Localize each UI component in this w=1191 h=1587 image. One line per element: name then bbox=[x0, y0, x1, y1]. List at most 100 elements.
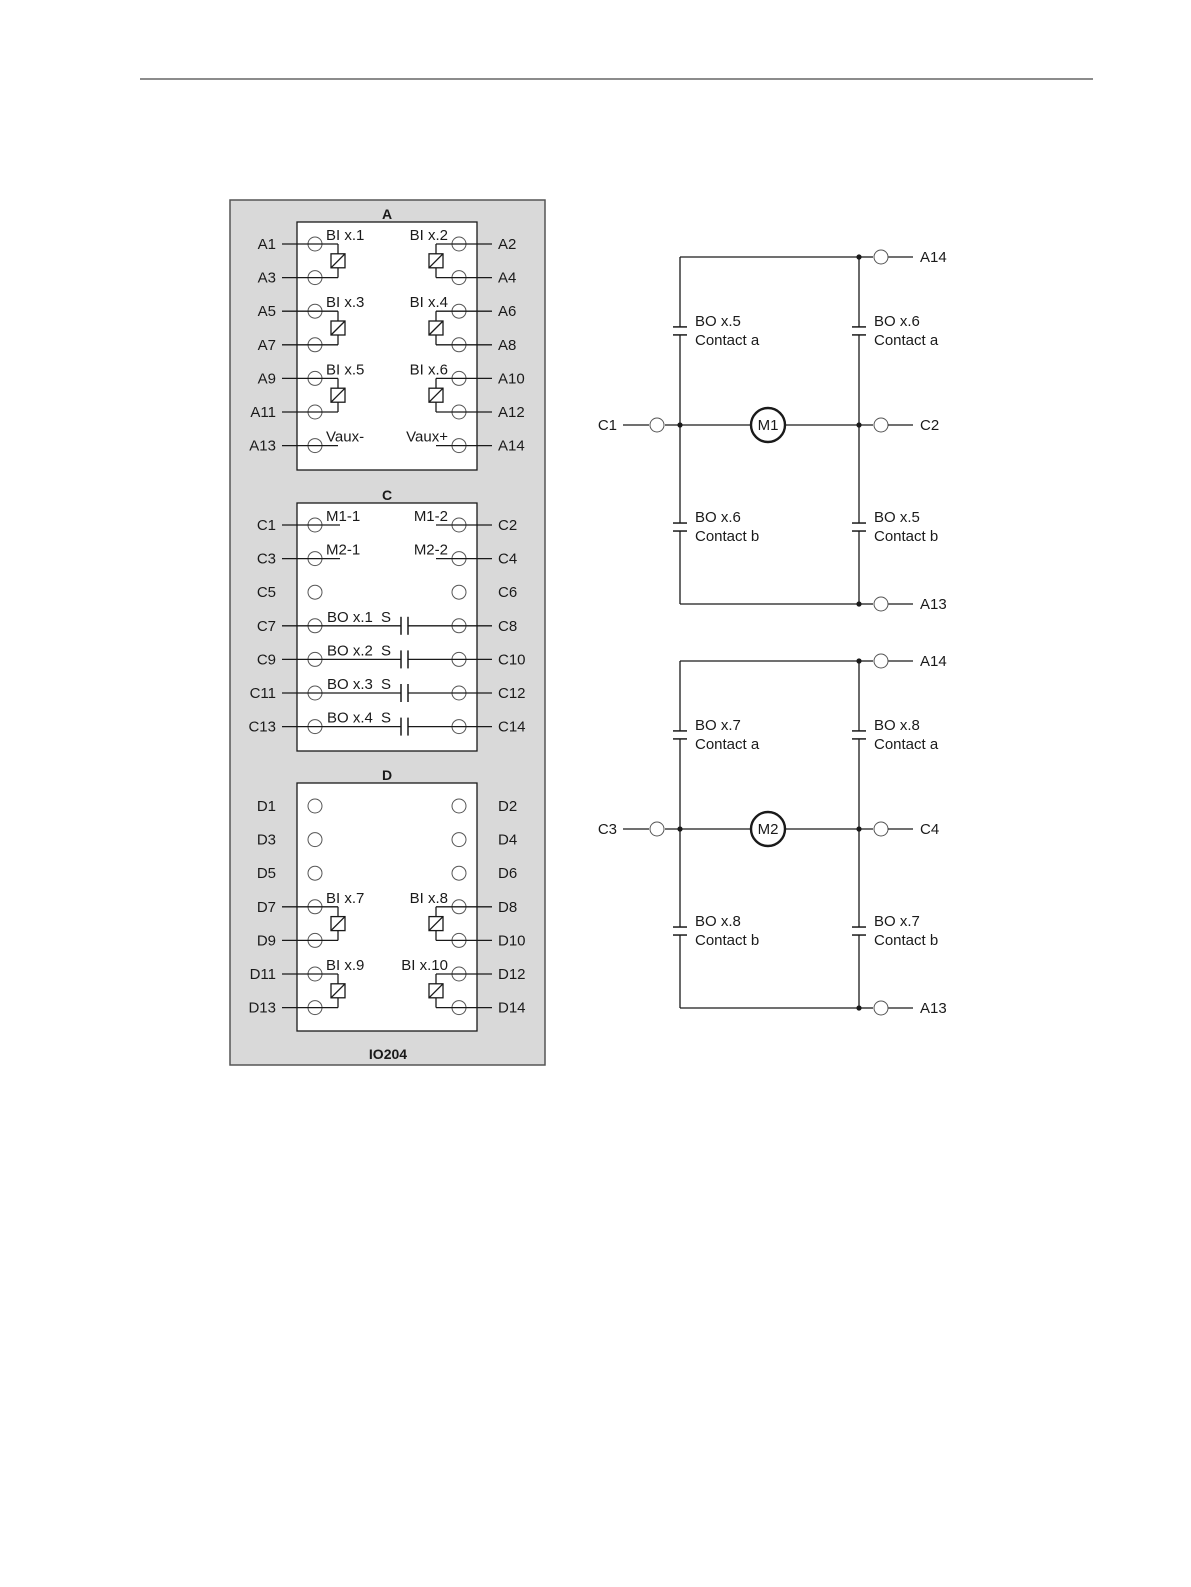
terminal-mid-left bbox=[649, 821, 665, 837]
terminal-label-left: D3 bbox=[257, 832, 276, 849]
contact-type: Contact b bbox=[695, 528, 759, 545]
binary-input-label: BI x.6 bbox=[410, 361, 448, 378]
supply-label: Vaux+ bbox=[406, 429, 448, 446]
binary-output-suffix: S bbox=[381, 710, 391, 727]
terminal-label-right: C10 bbox=[498, 651, 526, 668]
terminal-label-right: C2 bbox=[498, 517, 517, 534]
terminal-label-left: C11 bbox=[250, 685, 276, 702]
terminal-label-right: D2 bbox=[498, 798, 517, 815]
contact-name: BO x.6 bbox=[874, 313, 920, 330]
terminal-label-right: D10 bbox=[498, 932, 526, 949]
terminal-top-right bbox=[873, 653, 889, 669]
motor-icon bbox=[749, 406, 787, 444]
terminal-label-right: C2 bbox=[920, 417, 939, 434]
relay-coil-icon bbox=[428, 387, 444, 403]
terminal-label-right: C8 bbox=[498, 618, 517, 635]
contact-type: Contact b bbox=[695, 932, 759, 949]
relay-coil-icon bbox=[428, 320, 444, 336]
binary-input-label: BI x.5 bbox=[326, 361, 364, 378]
binary-output: BO x.1 S bbox=[282, 609, 492, 635]
terminal-label-right: A8 bbox=[498, 337, 516, 354]
terminal-label-right: D6 bbox=[498, 865, 517, 882]
relay-coil-diagonal bbox=[428, 320, 444, 336]
terminal-label-right: A12 bbox=[498, 404, 525, 421]
relay-coil-icon bbox=[428, 915, 444, 932]
contact-type: Contact a bbox=[874, 332, 939, 349]
junction-dot bbox=[856, 826, 862, 832]
contact-name: BO x.7 bbox=[874, 913, 920, 930]
relay-coil-icon bbox=[330, 983, 346, 999]
terminal-label-left: D11 bbox=[250, 966, 276, 983]
binary-input: BI x.5 bbox=[282, 361, 364, 413]
terminal-block-frame bbox=[296, 221, 478, 471]
terminal-label-right: C4 bbox=[920, 821, 939, 838]
relay-coil-diagonal bbox=[428, 253, 444, 269]
terminal-label-left: A9 bbox=[258, 370, 276, 387]
contact-name: BO x.5 bbox=[695, 313, 741, 330]
terminal-label-left: C5 bbox=[257, 584, 276, 601]
terminal-label-left: D1 bbox=[257, 798, 276, 815]
terminal-label-left: A7 bbox=[258, 337, 276, 354]
terminal-label-left: C1 bbox=[257, 517, 276, 534]
binary-output-label: BO x.1 bbox=[327, 609, 373, 626]
terminal-label-left: D7 bbox=[257, 899, 276, 916]
binary-output-label: BO x.4 bbox=[327, 710, 373, 727]
terminal-label-left: A13 bbox=[249, 438, 276, 455]
terminal-label-right: C12 bbox=[498, 685, 526, 702]
contact-name: BO x.8 bbox=[874, 717, 920, 734]
terminal-label-bottom: A13 bbox=[920, 1000, 947, 1017]
terminal-label-right: A4 bbox=[498, 270, 516, 287]
terminal-label-left: A11 bbox=[250, 404, 276, 421]
terminal-label-left: C3 bbox=[257, 551, 276, 568]
binary-output-suffix: S bbox=[381, 676, 391, 693]
relay-coil-icon bbox=[428, 983, 444, 999]
contact-type: Contact a bbox=[695, 332, 760, 349]
motor-label: M2 bbox=[758, 821, 779, 838]
relay-coil-icon bbox=[330, 915, 346, 932]
binary-input: BI x.9 bbox=[282, 957, 364, 1009]
terminal-mid-left bbox=[649, 417, 665, 433]
binary-output-suffix: S bbox=[381, 609, 391, 626]
module-name: IO204 bbox=[369, 1046, 407, 1062]
binary-input-label: BI x.3 bbox=[326, 294, 364, 311]
terminal-label-left: D13 bbox=[248, 1000, 276, 1017]
binary-input-label: BI x.8 bbox=[410, 890, 448, 907]
relay-coil-icon bbox=[330, 387, 346, 403]
motor-terminal-label: M2-2 bbox=[414, 542, 448, 559]
contact-type: Contact a bbox=[695, 736, 760, 753]
binary-output-suffix: S bbox=[381, 642, 391, 659]
terminal-label-left: D5 bbox=[257, 865, 276, 882]
binary-input: BI x.10 bbox=[401, 957, 492, 1009]
binary-input-label: BI x.7 bbox=[326, 890, 364, 907]
binary-input-label: BI x.1 bbox=[326, 227, 364, 244]
terminal-d3 bbox=[307, 832, 323, 848]
relay-coil-diagonal bbox=[330, 320, 346, 336]
motor-label: M1 bbox=[758, 417, 779, 434]
terminal-label-left: C7 bbox=[257, 618, 276, 635]
terminal-mid-right bbox=[873, 821, 889, 837]
contact-type: Contact a bbox=[874, 736, 939, 753]
binary-output: BO x.4 S bbox=[282, 710, 492, 736]
terminal-label-left: C13 bbox=[248, 719, 276, 736]
terminal-d4 bbox=[451, 832, 467, 848]
terminal-label-bottom: A13 bbox=[920, 596, 947, 613]
motor-icon bbox=[749, 810, 787, 848]
terminal-label-right: A6 bbox=[498, 303, 516, 320]
terminal-d1 bbox=[307, 798, 323, 814]
terminal-label-right: A2 bbox=[498, 236, 516, 253]
binary-input: BI x.6 bbox=[410, 361, 492, 413]
terminal-label-top: A14 bbox=[920, 249, 947, 266]
relay-coil-diagonal bbox=[330, 983, 346, 999]
terminal-label-left: A5 bbox=[258, 303, 276, 320]
binary-input-label: BI x.9 bbox=[326, 957, 364, 974]
terminal-label-left: A3 bbox=[258, 270, 276, 287]
block-header: C bbox=[382, 487, 392, 503]
binary-input-label: BI x.2 bbox=[410, 227, 448, 244]
terminal-label-right: C14 bbox=[498, 719, 526, 736]
junction-dot bbox=[856, 422, 862, 428]
